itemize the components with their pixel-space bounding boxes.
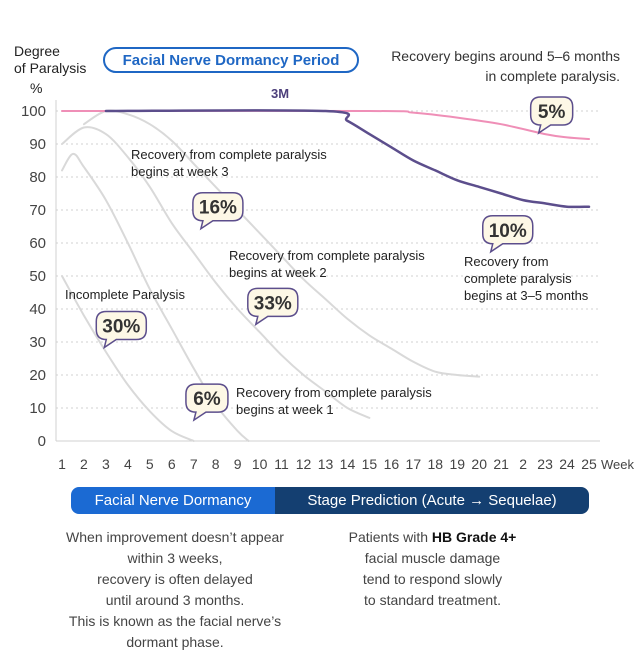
annotation-week3: Recovery from complete paralysis begins …: [131, 146, 327, 180]
series-line-4: [61, 152, 250, 442]
annotation-3-5-months-line3: begins at 3–5 months: [464, 288, 589, 303]
bubble-shape: [95, 310, 148, 350]
y-tick-label: 30: [29, 334, 46, 351]
x-tick-label: 2: [519, 456, 527, 472]
description-right-line: to standard treatment.: [364, 592, 501, 608]
description-left: When improvement doesn’t appear within 3…: [40, 527, 310, 653]
y-axis-title: Degree of Paralysis: [14, 43, 86, 77]
x-tick-label: 20: [471, 456, 487, 472]
y-tick-label: 40: [29, 301, 46, 318]
x-tick-label: 5: [146, 456, 154, 472]
description-left-line: until around 3 months.: [105, 592, 245, 608]
bubble-shape: [185, 383, 229, 422]
annotation-3-5-months: Recovery from complete paralysis begins …: [464, 253, 588, 304]
description-right-bold: HB Grade 4+: [431, 529, 517, 545]
bubble-label: 16%: [199, 198, 237, 219]
annotation-incomplete: Incomplete Paralysis: [65, 287, 185, 302]
x-tick-label: 24: [559, 456, 575, 472]
x-tick-label: 19: [449, 456, 465, 472]
dormancy-period-title: Facial Nerve Dormancy Period: [103, 47, 359, 73]
annotation-week3-line2: begins at week 3: [131, 164, 229, 179]
x-tick-label: 6: [168, 456, 176, 472]
annotation-week1-line2: begins at week 1: [236, 402, 334, 417]
y-tick-label: 20: [29, 367, 46, 384]
description-right-line: tend to respond slowly: [362, 571, 503, 587]
x-tick-label: 9: [234, 456, 242, 472]
y-axis-unit: %: [30, 80, 43, 96]
x-tick-label: 4: [124, 456, 132, 472]
y-tick-label: 80: [29, 169, 46, 186]
y-tick-label: 100: [21, 103, 46, 120]
description-right-line1: Patients with HB Grade 4+: [300, 527, 565, 548]
top-note-line1: Recovery begins around 5–6 months: [391, 48, 620, 64]
legend-dormancy: Facial Nerve Dormancy: [71, 487, 275, 514]
month-marker-3m: 3M: [271, 86, 290, 101]
x-tick-label: 12: [296, 456, 312, 472]
y-axis-title-line2: of Paralysis: [14, 60, 87, 76]
bubble-label: 5%: [538, 102, 566, 123]
description-left-line: within 3 weeks,: [127, 550, 223, 566]
top-note-line2: in complete paralysis.: [485, 68, 620, 84]
annotation-week1-line1: Recovery from complete paralysis: [236, 385, 432, 400]
x-tick-label: 8: [212, 456, 220, 472]
x-tick-label: 1: [58, 456, 66, 472]
annotation-week2-line1: Recovery from complete paralysis: [229, 248, 425, 263]
y-tick-label: 0: [38, 433, 46, 450]
series-line-5: [61, 275, 195, 442]
y-tick-label: 90: [29, 136, 46, 153]
bubble-label: 33%: [254, 293, 292, 314]
x-tick-label: 21: [493, 456, 509, 472]
description-left-line: When improvement doesn’t appear: [66, 529, 284, 545]
y-tick-label: 70: [29, 202, 46, 219]
annotation-3-5-months-line1: Recovery from: [464, 254, 549, 269]
description-right-line: facial muscle damage: [364, 550, 501, 566]
annotation-week2-line2: begins at week 2: [229, 265, 327, 280]
x-tick-label: 13: [318, 456, 334, 472]
y-tick-label: 50: [29, 268, 46, 285]
description-left-line: This is known as the facial nerve’s: [68, 613, 282, 629]
bubble-label: 6%: [193, 389, 221, 410]
series-line-0: [61, 109, 590, 141]
y-tick-label: 60: [29, 235, 46, 252]
annotation-week1: Recovery from complete paralysis begins …: [236, 384, 432, 418]
x-tick-label: 7: [190, 456, 198, 472]
description-right-prefix: Patients with: [348, 529, 432, 545]
bubble-shape: [247, 287, 299, 327]
x-tick-label: 17: [406, 456, 422, 472]
description-left-line: dormant phase.: [126, 634, 224, 650]
x-tick-label: 16: [384, 456, 400, 472]
x-axis-label: Week: [601, 457, 634, 472]
x-tick-label: 10: [252, 456, 268, 472]
bubble-label: 30%: [102, 317, 140, 338]
annotation-3-5-months-line2: complete paralysis: [464, 271, 572, 286]
x-tick-label: 11: [274, 456, 289, 472]
series-line-1: [104, 109, 591, 209]
annotation-week3-line1: Recovery from complete paralysis: [131, 147, 327, 162]
description-left-line: recovery is often delayed: [97, 571, 253, 587]
y-tick-label: 10: [29, 400, 46, 417]
bubble-shape: [482, 215, 534, 254]
bubble-shape: [192, 191, 244, 231]
annotation-week2: Recovery from complete paralysis begins …: [229, 247, 425, 281]
series-line-3: [61, 126, 371, 419]
x-tick-label: 15: [362, 456, 378, 472]
series-line-2: [82, 109, 481, 378]
bubble-label: 10%: [489, 221, 527, 242]
description-right: Patients with HB Grade 4+ facial muscle …: [300, 527, 565, 611]
legend-stage-prediction: Stage Prediction (Acute → Sequelae): [275, 487, 589, 514]
x-tick-label: 18: [428, 456, 444, 472]
x-tick-label: 2: [80, 456, 88, 472]
y-axis-title-line1: Degree: [14, 43, 60, 59]
x-tick-label: 25: [581, 456, 597, 472]
bubble-shape: [529, 96, 574, 135]
x-tick-label: 23: [537, 456, 553, 472]
x-tick-label: 3: [102, 456, 110, 472]
top-note: Recovery begins around 5–6 months in com…: [360, 46, 620, 86]
x-tick-label: 14: [340, 456, 356, 472]
